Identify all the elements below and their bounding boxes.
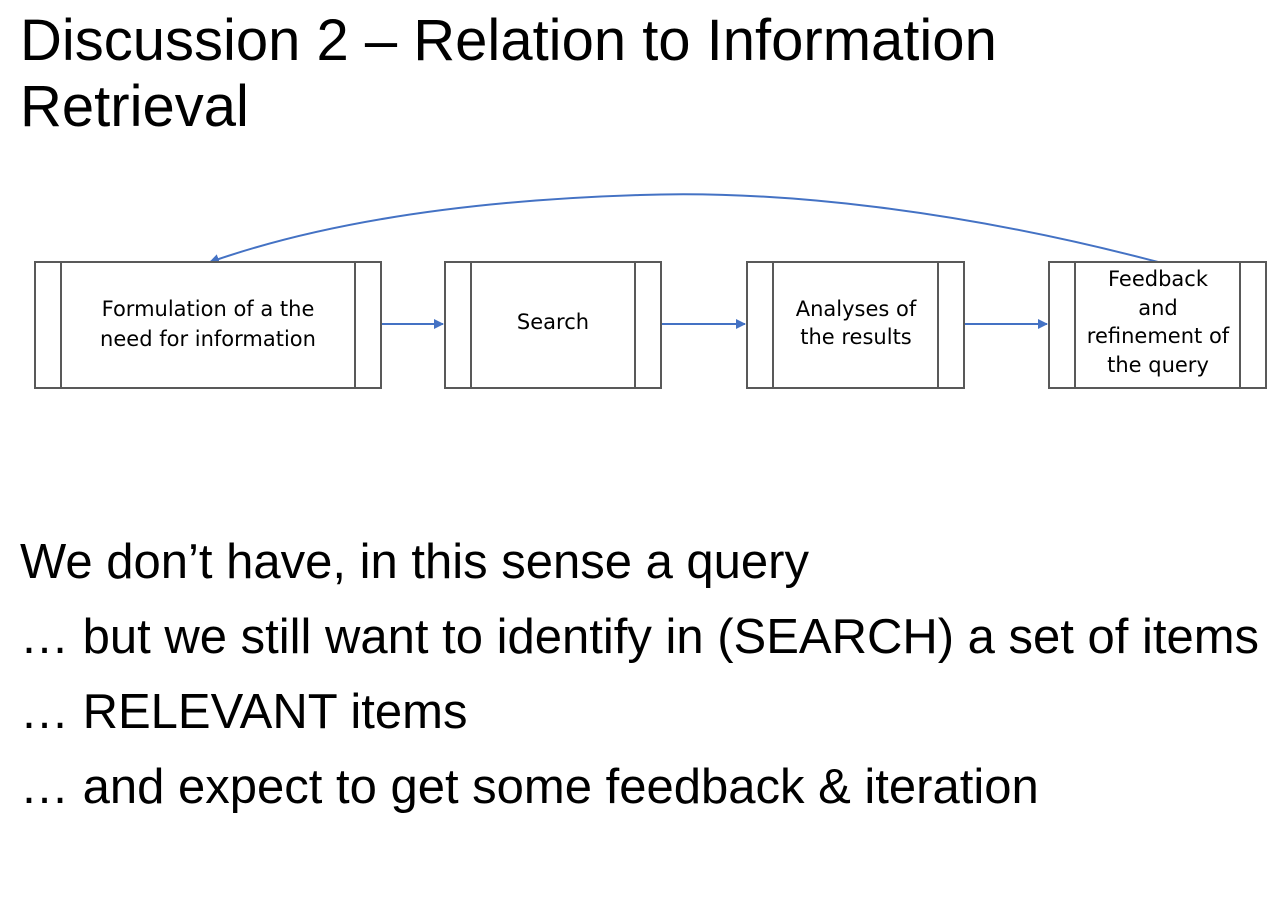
bullet-item: We don’t have, in this sense a query [20, 535, 810, 589]
box-feedback-line-2: and [1138, 296, 1178, 320]
box-analyses: Analyses of the results [746, 261, 965, 389]
box-feedback-line-4: the query [1107, 353, 1209, 377]
bullet-list: We don’t have, in this sense a query … b… [20, 532, 1260, 832]
box-formulation-line-1: Formulation of a the [102, 297, 315, 321]
feedback-loop-arrow [209, 193, 1159, 264]
box-analyses-line-1: Analyses of [796, 297, 917, 321]
box-feedback: Feedback and refinement of the query [1048, 261, 1267, 389]
bullet-item: … but we still want to identify in (SEAR… [20, 610, 1260, 664]
box-feedback-line-1: Feedback [1108, 267, 1209, 291]
box-feedback-line-3: refinement of [1087, 324, 1230, 348]
box-search-line-1: Search [517, 310, 589, 334]
box-formulation: Formulation of a the need for informatio… [34, 261, 382, 389]
box-analyses-line-2: the results [800, 325, 912, 349]
bullet-item: … and expect to get some feedback & iter… [20, 760, 1039, 814]
process-flow-diagram: Formulation of a the need for informatio… [34, 193, 1267, 389]
slide-title: Discussion 2 – Relation to Information R… [20, 8, 997, 139]
box-search: Search [444, 261, 662, 389]
box-formulation-line-2: need for information [100, 327, 316, 351]
bullet-item: … RELEVANT items [20, 685, 468, 739]
